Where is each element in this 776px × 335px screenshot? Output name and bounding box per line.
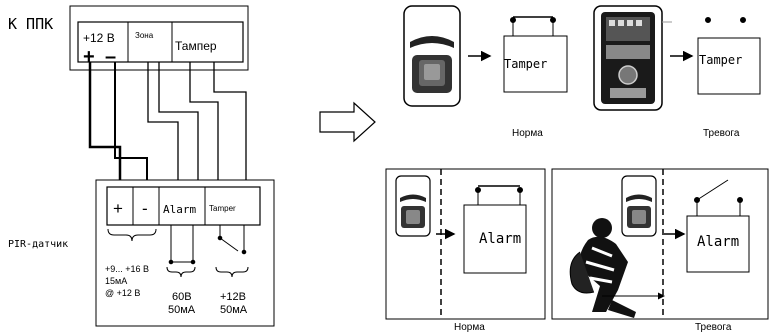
tamper-spec-brace (215, 266, 249, 278)
tamper-normal-caption: Норма (512, 128, 543, 139)
wire-tamper-1 (189, 62, 219, 187)
alarm-contact-label-alarm: Alarm (697, 234, 739, 250)
tamper-spec-line-2: 50мА (220, 304, 248, 316)
panel-tamper-label: Тампер (175, 39, 217, 53)
tamper-spec-line-1: +12В (220, 291, 246, 303)
alarm-contact-open (686, 179, 750, 273)
sensor-alarm-label: Alarm (163, 203, 196, 216)
alarm-spec-brace (166, 266, 196, 278)
pir-sensor-closed-icon (403, 5, 461, 107)
panel-power-label: +12 В (83, 31, 115, 45)
sensor-tamper-label: Tamper (209, 204, 236, 213)
power-spec-line-1: +9... +16 В (105, 264, 149, 274)
wire-tamper-2 (213, 62, 247, 187)
wire-zone-1 (147, 62, 179, 187)
pir-sensor-icon (621, 175, 657, 237)
panel-plus-sign: + (83, 46, 95, 68)
alarm-spec-line-1: 60В (172, 291, 192, 303)
panel-minus-sign: – (105, 46, 116, 68)
wire-zone-2 (158, 62, 199, 187)
tamper-switch (217, 225, 247, 255)
alarm-contact-closed (463, 185, 527, 274)
tamper-alarm-caption: Тревога (703, 128, 740, 139)
alarm-contact-label-normal: Alarm (479, 231, 521, 247)
panel-zone-label: Зона (135, 31, 154, 40)
wire-minus (114, 62, 148, 187)
intruder-figure (569, 218, 636, 318)
power-spec-line-2: 15мА (105, 276, 127, 286)
alarm-spec-line-2: 50мА (168, 304, 196, 316)
pir-sensor-icon (395, 175, 431, 237)
pir-sensor-open-icon (593, 5, 672, 111)
sensor-minus-sign: - (142, 199, 148, 218)
sensor-plus-sign: + (113, 199, 123, 218)
alarm-triggered-caption: Тревога (695, 322, 732, 333)
power-spec-brace (107, 228, 157, 242)
sensor-name: PIR-датчик (8, 239, 68, 250)
wires (88, 62, 247, 187)
tamper-contact-label-alarm: Tamper (699, 53, 742, 67)
tamper-contact-open (697, 17, 761, 95)
alarm-normal-caption: Норма (454, 322, 485, 333)
big-hollow-arrow (319, 101, 376, 143)
power-spec-line-3: @ +12 В (105, 288, 140, 298)
panel-title: К ППК (8, 15, 53, 33)
panel-terminal-block (77, 21, 244, 63)
wire-plus (88, 62, 122, 187)
alarm-relay-switch (168, 225, 196, 265)
tamper-contact-closed (503, 16, 568, 93)
tamper-contact-label-normal: Tamper (504, 57, 547, 71)
